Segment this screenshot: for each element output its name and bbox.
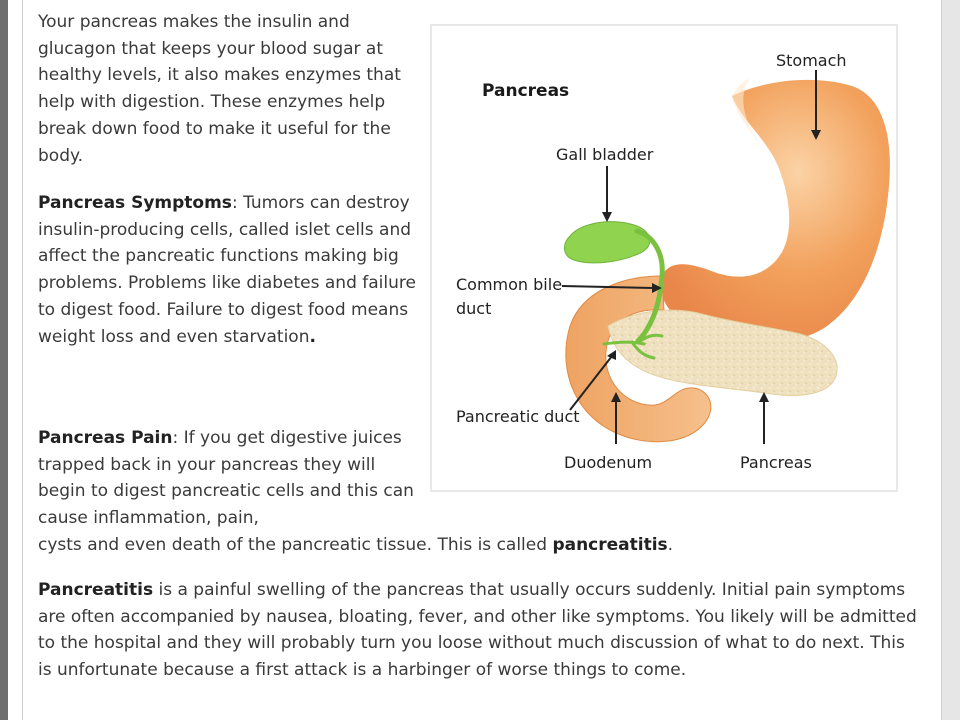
pancreatic-duct	[602, 333, 664, 360]
pain-paragraph: Pancreas Pain: If you get digestive juic…	[38, 425, 428, 532]
pain-text: : If you get digestive juices trapped ba…	[38, 428, 414, 529]
common-bile-duct	[634, 228, 665, 344]
symptoms-end: .	[309, 326, 316, 347]
symptoms-text: : Tumors can destroy insulin-producing c…	[38, 193, 416, 347]
pancreatitis-paragraph: Pancreatitis is a painful swelling of th…	[38, 577, 918, 684]
pancreas-label: Pancreas	[740, 453, 812, 472]
bile-duct-arrowhead	[652, 283, 662, 293]
pancreas-arrowhead	[759, 392, 769, 402]
duodenum-shape	[565, 275, 712, 443]
anatomy-illustration: Pancreas Stomach Gall bladder Common bil…	[456, 51, 890, 472]
pancreatitis-term: pancreatitis	[552, 535, 668, 555]
gall-bladder-label: Gall bladder	[556, 145, 654, 164]
diagram-title: Pancreas	[482, 81, 569, 101]
pancreatitis-heading: Pancreatitis	[38, 580, 154, 600]
left-border	[22, 0, 23, 720]
gall-bladder-arrowhead	[602, 212, 612, 222]
symptoms-heading: Pancreas Symptoms	[38, 193, 232, 213]
duodenum-arrowhead	[611, 392, 621, 402]
intro-paragraph: Your pancreas makes the insulin and gluc…	[38, 9, 428, 169]
pancreatic-duct-arrowhead	[607, 350, 616, 360]
pancreatic-duct-label: Pancreatic duct	[456, 407, 580, 426]
bile-duct-pointer	[561, 285, 655, 289]
stomach-label: Stomach	[776, 51, 847, 70]
pain-end: .	[667, 535, 674, 555]
pancreas-shape	[607, 309, 838, 396]
pancreatic-duct-pointer	[569, 355, 613, 411]
common-bile-duct-label-2: duct	[456, 299, 491, 318]
stomach-highlight	[732, 78, 762, 146]
symptoms-paragraph: Pancreas Symptoms: Tumors can destroy in…	[38, 190, 428, 350]
pain-paragraph-continued: cysts and even death of the pancreatic t…	[38, 532, 918, 559]
pancreatitis-text: is a painful swelling of the pancreas th…	[38, 580, 917, 681]
stomach-arrowhead	[811, 130, 821, 140]
right-gutter	[941, 0, 960, 720]
intro-text: Your pancreas makes the insulin and gluc…	[38, 12, 401, 166]
pain-heading: Pancreas Pain	[38, 428, 173, 448]
stomach-shape	[660, 79, 890, 343]
pain-cont-text: cysts and even death of the pancreatic t…	[38, 535, 553, 555]
common-bile-duct-label-1: Common bile	[456, 275, 562, 294]
duodenum-label: Duodenum	[564, 453, 652, 472]
left-rail	[0, 0, 8, 720]
pancreas-diagram: Pancreas Stomach Gall bladder Common bil…	[430, 24, 898, 492]
gall-bladder-shape	[564, 221, 651, 264]
